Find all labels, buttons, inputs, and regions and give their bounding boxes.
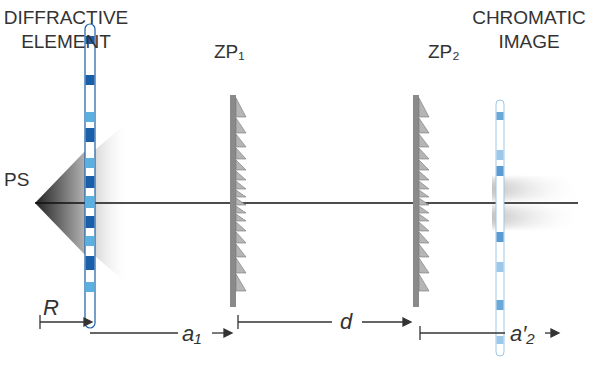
diffractive-element bbox=[85, 24, 95, 328]
plate-label: ZP₁ bbox=[214, 40, 245, 64]
zone-plate bbox=[230, 95, 246, 307]
zone-plate bbox=[413, 95, 429, 307]
dimension-label: R bbox=[43, 294, 59, 322]
dimension-lines bbox=[40, 315, 559, 340]
dimension-label: a₁ bbox=[182, 320, 201, 348]
chromatic-image-bar bbox=[496, 100, 504, 356]
dimension-label: a′₂ bbox=[510, 320, 535, 348]
source-label: PS bbox=[4, 168, 29, 192]
plate-label: ZP₂ bbox=[428, 40, 460, 64]
element-title: DIFFRACTIVE ELEMENT bbox=[2, 6, 130, 54]
dimension-label: d bbox=[340, 308, 352, 336]
image-title: CHROMATIC IMAGE bbox=[466, 6, 592, 54]
